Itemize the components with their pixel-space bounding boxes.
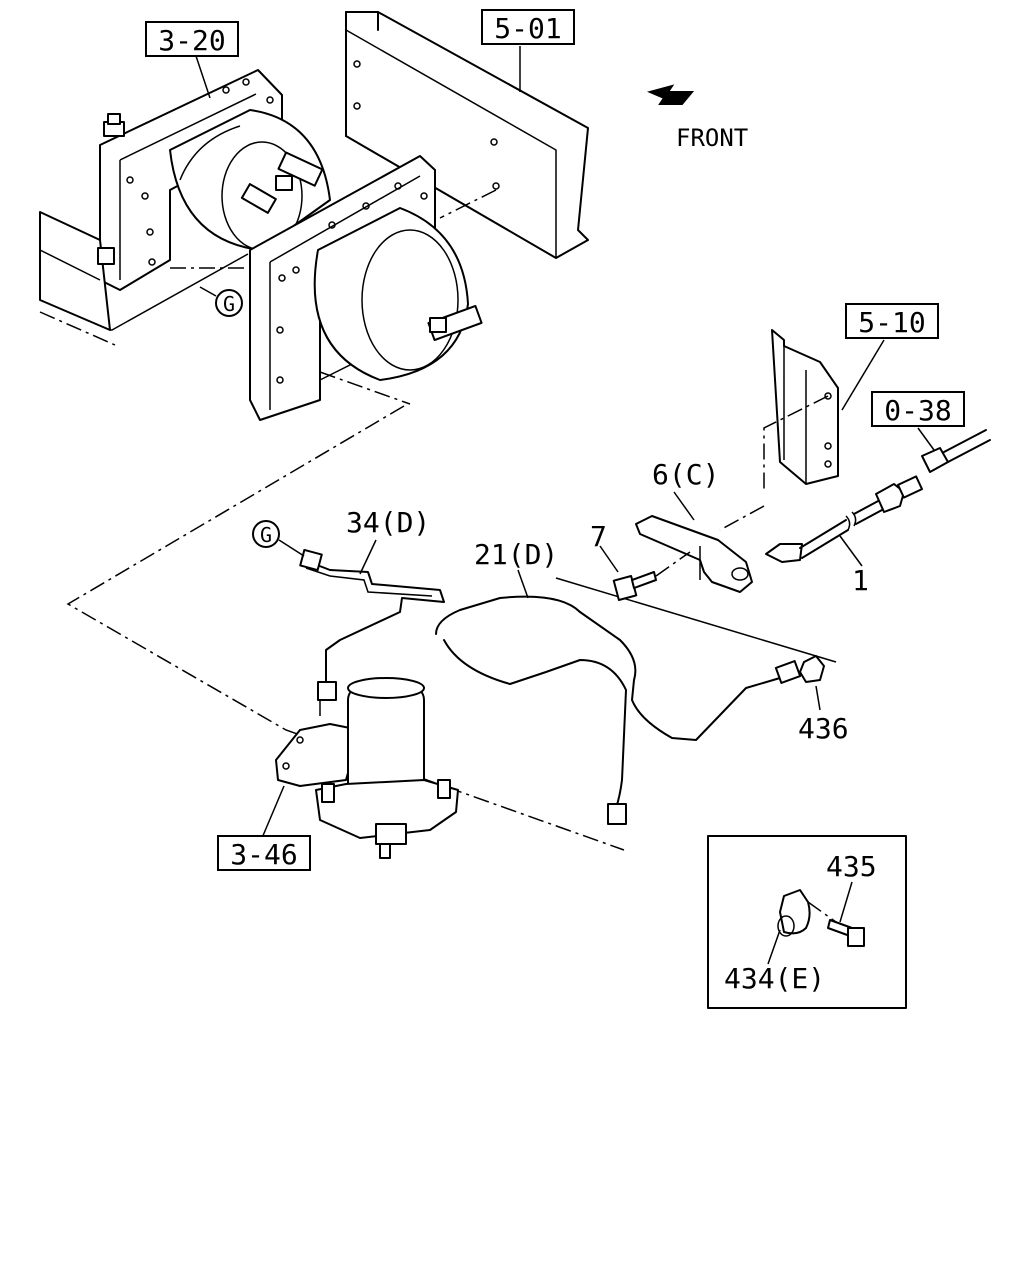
svg-text:5-01: 5-01 bbox=[494, 12, 561, 45]
hose-1 bbox=[765, 475, 924, 563]
centerline-3 bbox=[39, 311, 116, 346]
hose-038 bbox=[921, 429, 991, 473]
bolt-435 bbox=[827, 919, 865, 947]
centerline-4 bbox=[319, 371, 411, 405]
leader-6c bbox=[673, 491, 695, 521]
leader-34d bbox=[359, 539, 377, 575]
bolt-7 bbox=[612, 571, 657, 601]
svg-text:0-38: 0-38 bbox=[884, 394, 951, 427]
label-part-434e: 434(E) bbox=[724, 962, 825, 995]
svg-text:3-20: 3-20 bbox=[158, 24, 225, 57]
marker-g-bottom: G bbox=[252, 520, 305, 557]
front-label: FRONT bbox=[676, 124, 748, 152]
ref-box-5-01: 5-01 bbox=[481, 9, 575, 45]
leader-1 bbox=[839, 535, 863, 567]
inset-box bbox=[707, 835, 907, 1009]
nut-436 bbox=[799, 655, 825, 683]
label-part-7: 7 bbox=[590, 520, 607, 553]
clip-434e bbox=[777, 889, 811, 937]
air-tank-right bbox=[313, 207, 483, 381]
leader-21d bbox=[517, 569, 529, 599]
leader-434e bbox=[767, 929, 781, 965]
front-arrow-icon bbox=[646, 84, 695, 105]
pipe-34d bbox=[299, 548, 445, 720]
label-part-436: 436 bbox=[798, 712, 849, 745]
bracket-left-lower bbox=[39, 211, 249, 331]
svg-text:G: G bbox=[260, 523, 272, 547]
reference-line-right bbox=[555, 577, 837, 663]
mount-bracket-510 bbox=[771, 329, 839, 485]
leader-435 bbox=[839, 881, 853, 923]
leader-7 bbox=[599, 545, 619, 573]
label-part-34d: 34(D) bbox=[346, 506, 430, 539]
marker-g-top: G bbox=[199, 286, 243, 317]
air-tank-left bbox=[169, 109, 331, 251]
pipe-21d bbox=[435, 595, 802, 825]
air-dryer bbox=[275, 677, 459, 859]
svg-text:3-46: 3-46 bbox=[230, 838, 297, 871]
ref-box-3-20: 3-20 bbox=[145, 21, 239, 99]
svg-text:5-10: 5-10 bbox=[858, 306, 925, 339]
centerline bbox=[439, 189, 497, 219]
leader-436 bbox=[815, 685, 821, 711]
label-part-1: 1 bbox=[852, 564, 869, 597]
leader-510 bbox=[841, 339, 885, 411]
label-part-435: 435 bbox=[826, 850, 877, 883]
leader-038 bbox=[917, 427, 935, 451]
label-part-21d: 21(D) bbox=[474, 538, 558, 571]
bracket-6c bbox=[635, 515, 753, 593]
leader-346 bbox=[261, 785, 285, 839]
label-part-6c: 6(C) bbox=[652, 458, 719, 491]
centerline-inset bbox=[807, 901, 837, 923]
ref-box-0-38: 0-38 bbox=[871, 391, 965, 427]
centerline-510 bbox=[763, 395, 829, 490]
frame-rail bbox=[345, 11, 589, 259]
svg-text:G: G bbox=[223, 292, 235, 316]
centerline-6c bbox=[719, 505, 765, 531]
centerline-7 bbox=[655, 551, 691, 577]
ref-box-3-46: 3-46 bbox=[217, 835, 311, 871]
ref-box-5-10: 5-10 bbox=[845, 303, 939, 339]
